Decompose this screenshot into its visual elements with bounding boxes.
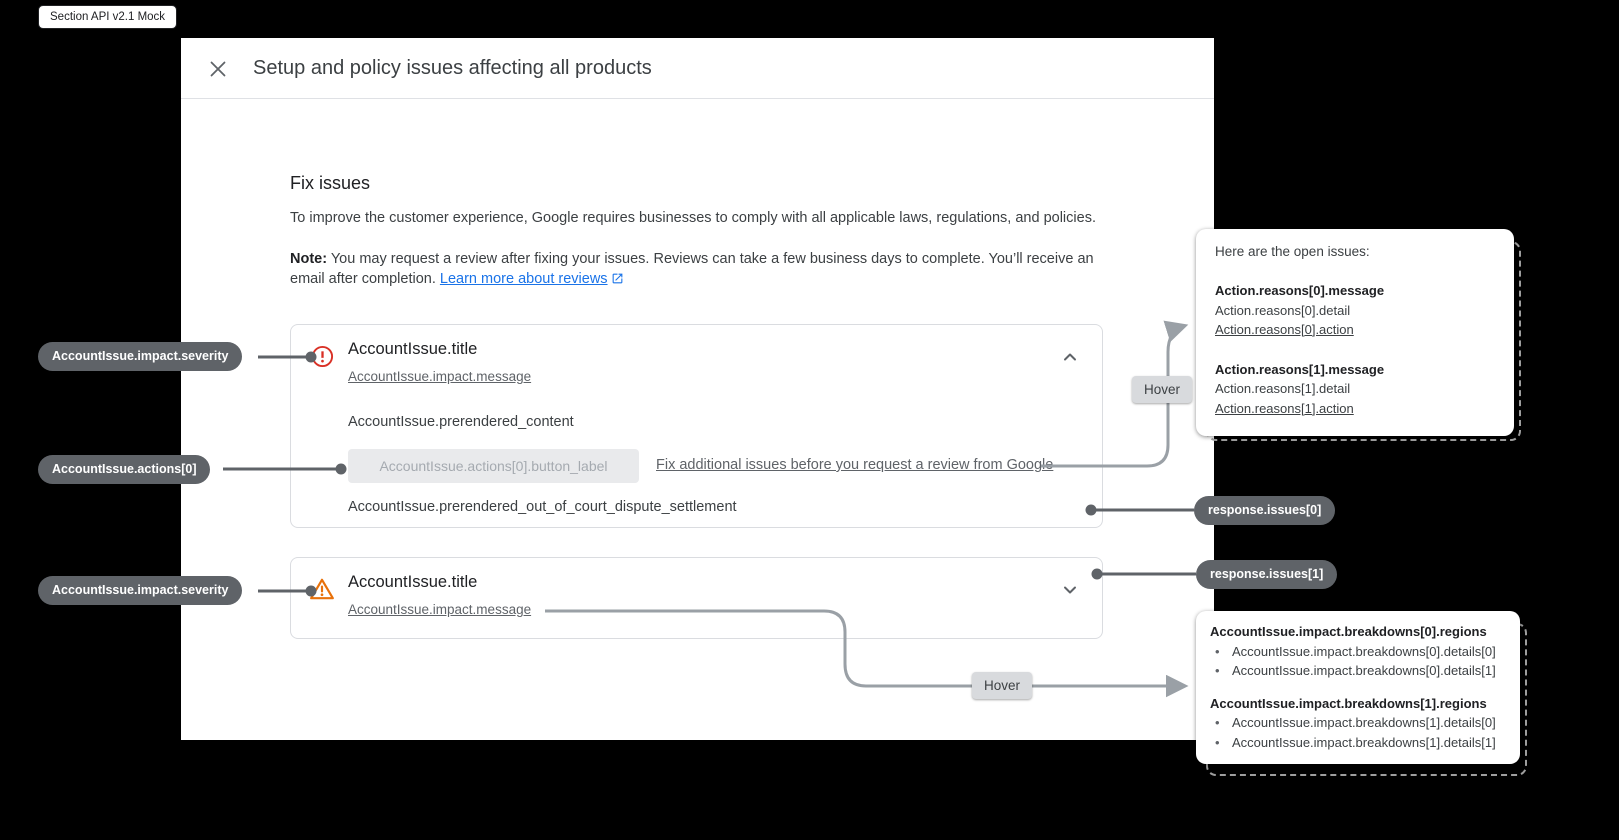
dialog-header: Setup and policy issues affecting all pr…	[181, 38, 1214, 99]
annotation-pill-response-issues-1: response.issues[1]	[1196, 560, 1338, 589]
mock-version-badge: Section API v2.1 Mock	[38, 5, 178, 29]
fix-issues-heading: Fix issues	[290, 173, 371, 193]
issue-message-link[interactable]: AccountIssue.impact.message	[348, 602, 532, 617]
chevron-down-icon	[1064, 586, 1076, 594]
breakdowns-tooltip: AccountIssue.impact.breakdowns[0].region…	[1196, 611, 1520, 764]
reason-detail: Action.reasons[0].detail	[1215, 302, 1351, 318]
annotation-pill-impact-severity-1: AccountIssue.impact.severity	[38, 342, 243, 371]
annotation-pill-impact-severity-2: AccountIssue.impact.severity	[38, 576, 243, 605]
breakdown-detail: AccountIssue.impact.breakdowns[1].detail…	[1232, 715, 1496, 730]
hover-label-1: Hover	[1132, 376, 1193, 403]
bullet-icon: •	[1215, 643, 1220, 659]
breakdown-detail-item: • AccountIssue.impact.breakdowns[1].deta…	[1210, 713, 1506, 733]
external-link-icon[interactable]	[611, 271, 624, 291]
error-icon	[311, 345, 334, 373]
close-icon	[210, 61, 226, 77]
breakdown-detail-item: • AccountIssue.impact.breakdowns[0].deta…	[1210, 661, 1506, 681]
issue-title: AccountIssue.title	[348, 573, 478, 591]
annotation-pill-response-issues-0: response.issues[0]	[1194, 496, 1336, 525]
reason-action-link[interactable]: Action.reasons[0].action	[1215, 322, 1354, 337]
reason-detail: Action.reasons[1].detail	[1215, 381, 1351, 396]
expand-button[interactable]	[1058, 578, 1082, 602]
bullet-icon: •	[1215, 715, 1220, 730]
issue-message-link[interactable]: AccountIssue.impact.message	[348, 369, 532, 384]
issue-card-warning: AccountIssue.title AccountIssue.impact.m…	[290, 557, 1103, 639]
breakdown-regions: AccountIssue.impact.breakdowns[0].region…	[1210, 624, 1487, 639]
note-label: Note:	[290, 251, 328, 267]
breakdown-detail-item: • AccountIssue.impact.breakdowns[0].deta…	[1210, 642, 1506, 662]
reason-action-link[interactable]: Action.reasons[1].action	[1215, 400, 1354, 416]
prerendered-content-text: AccountIssue.prerendered_content	[348, 414, 574, 430]
breakdown-regions: AccountIssue.impact.breakdowns[1].region…	[1210, 695, 1487, 711]
issue-action-button[interactable]: AccountIssue.actions[0].button_label	[348, 449, 639, 483]
note-text: You may request a review after fixing yo…	[290, 251, 1094, 287]
fix-additional-issues-link[interactable]: Fix additional issues before you request…	[656, 457, 1054, 473]
issue-title: AccountIssue.title	[348, 340, 478, 358]
collapse-button[interactable]	[1058, 345, 1082, 369]
chevron-up-icon	[1064, 353, 1076, 361]
intro-paragraph: To improve the customer experience, Goog…	[290, 210, 1096, 226]
learn-more-link[interactable]: Learn more about reviews	[439, 271, 608, 287]
bullet-icon: •	[1215, 663, 1220, 678]
annotation-pill-actions-0: AccountIssue.actions[0]	[38, 455, 211, 484]
bullet-icon: •	[1215, 734, 1220, 750]
dialog-title: Setup and policy issues affecting all pr…	[253, 57, 652, 79]
breakdown-detail-item: • AccountIssue.impact.breakdowns[1].deta…	[1210, 733, 1506, 753]
breakdown-detail: AccountIssue.impact.breakdowns[1].detail…	[1232, 734, 1496, 750]
reason-message: Action.reasons[1].message	[1215, 361, 1385, 377]
breakdown-detail: AccountIssue.impact.breakdowns[0].detail…	[1232, 643, 1496, 659]
close-button[interactable]	[209, 60, 227, 78]
dispute-settlement-text: AccountIssue.prerendered_out_of_court_di…	[348, 499, 737, 515]
hover-label-2: Hover	[972, 672, 1033, 699]
note-paragraph: Note: You may request a review after fix…	[290, 249, 1108, 291]
issue-card-error: AccountIssue.title AccountIssue.impact.m…	[290, 324, 1103, 528]
reason-message: Action.reasons[0].message	[1215, 283, 1385, 298]
issues-dialog: Setup and policy issues affecting all pr…	[181, 38, 1214, 740]
breakdown-detail: AccountIssue.impact.breakdowns[0].detail…	[1232, 663, 1496, 678]
open-issues-tooltip: Here are the open issues: Action.reasons…	[1196, 229, 1514, 436]
warning-icon	[309, 577, 335, 606]
tooltip-heading: Here are the open issues:	[1215, 244, 1370, 259]
